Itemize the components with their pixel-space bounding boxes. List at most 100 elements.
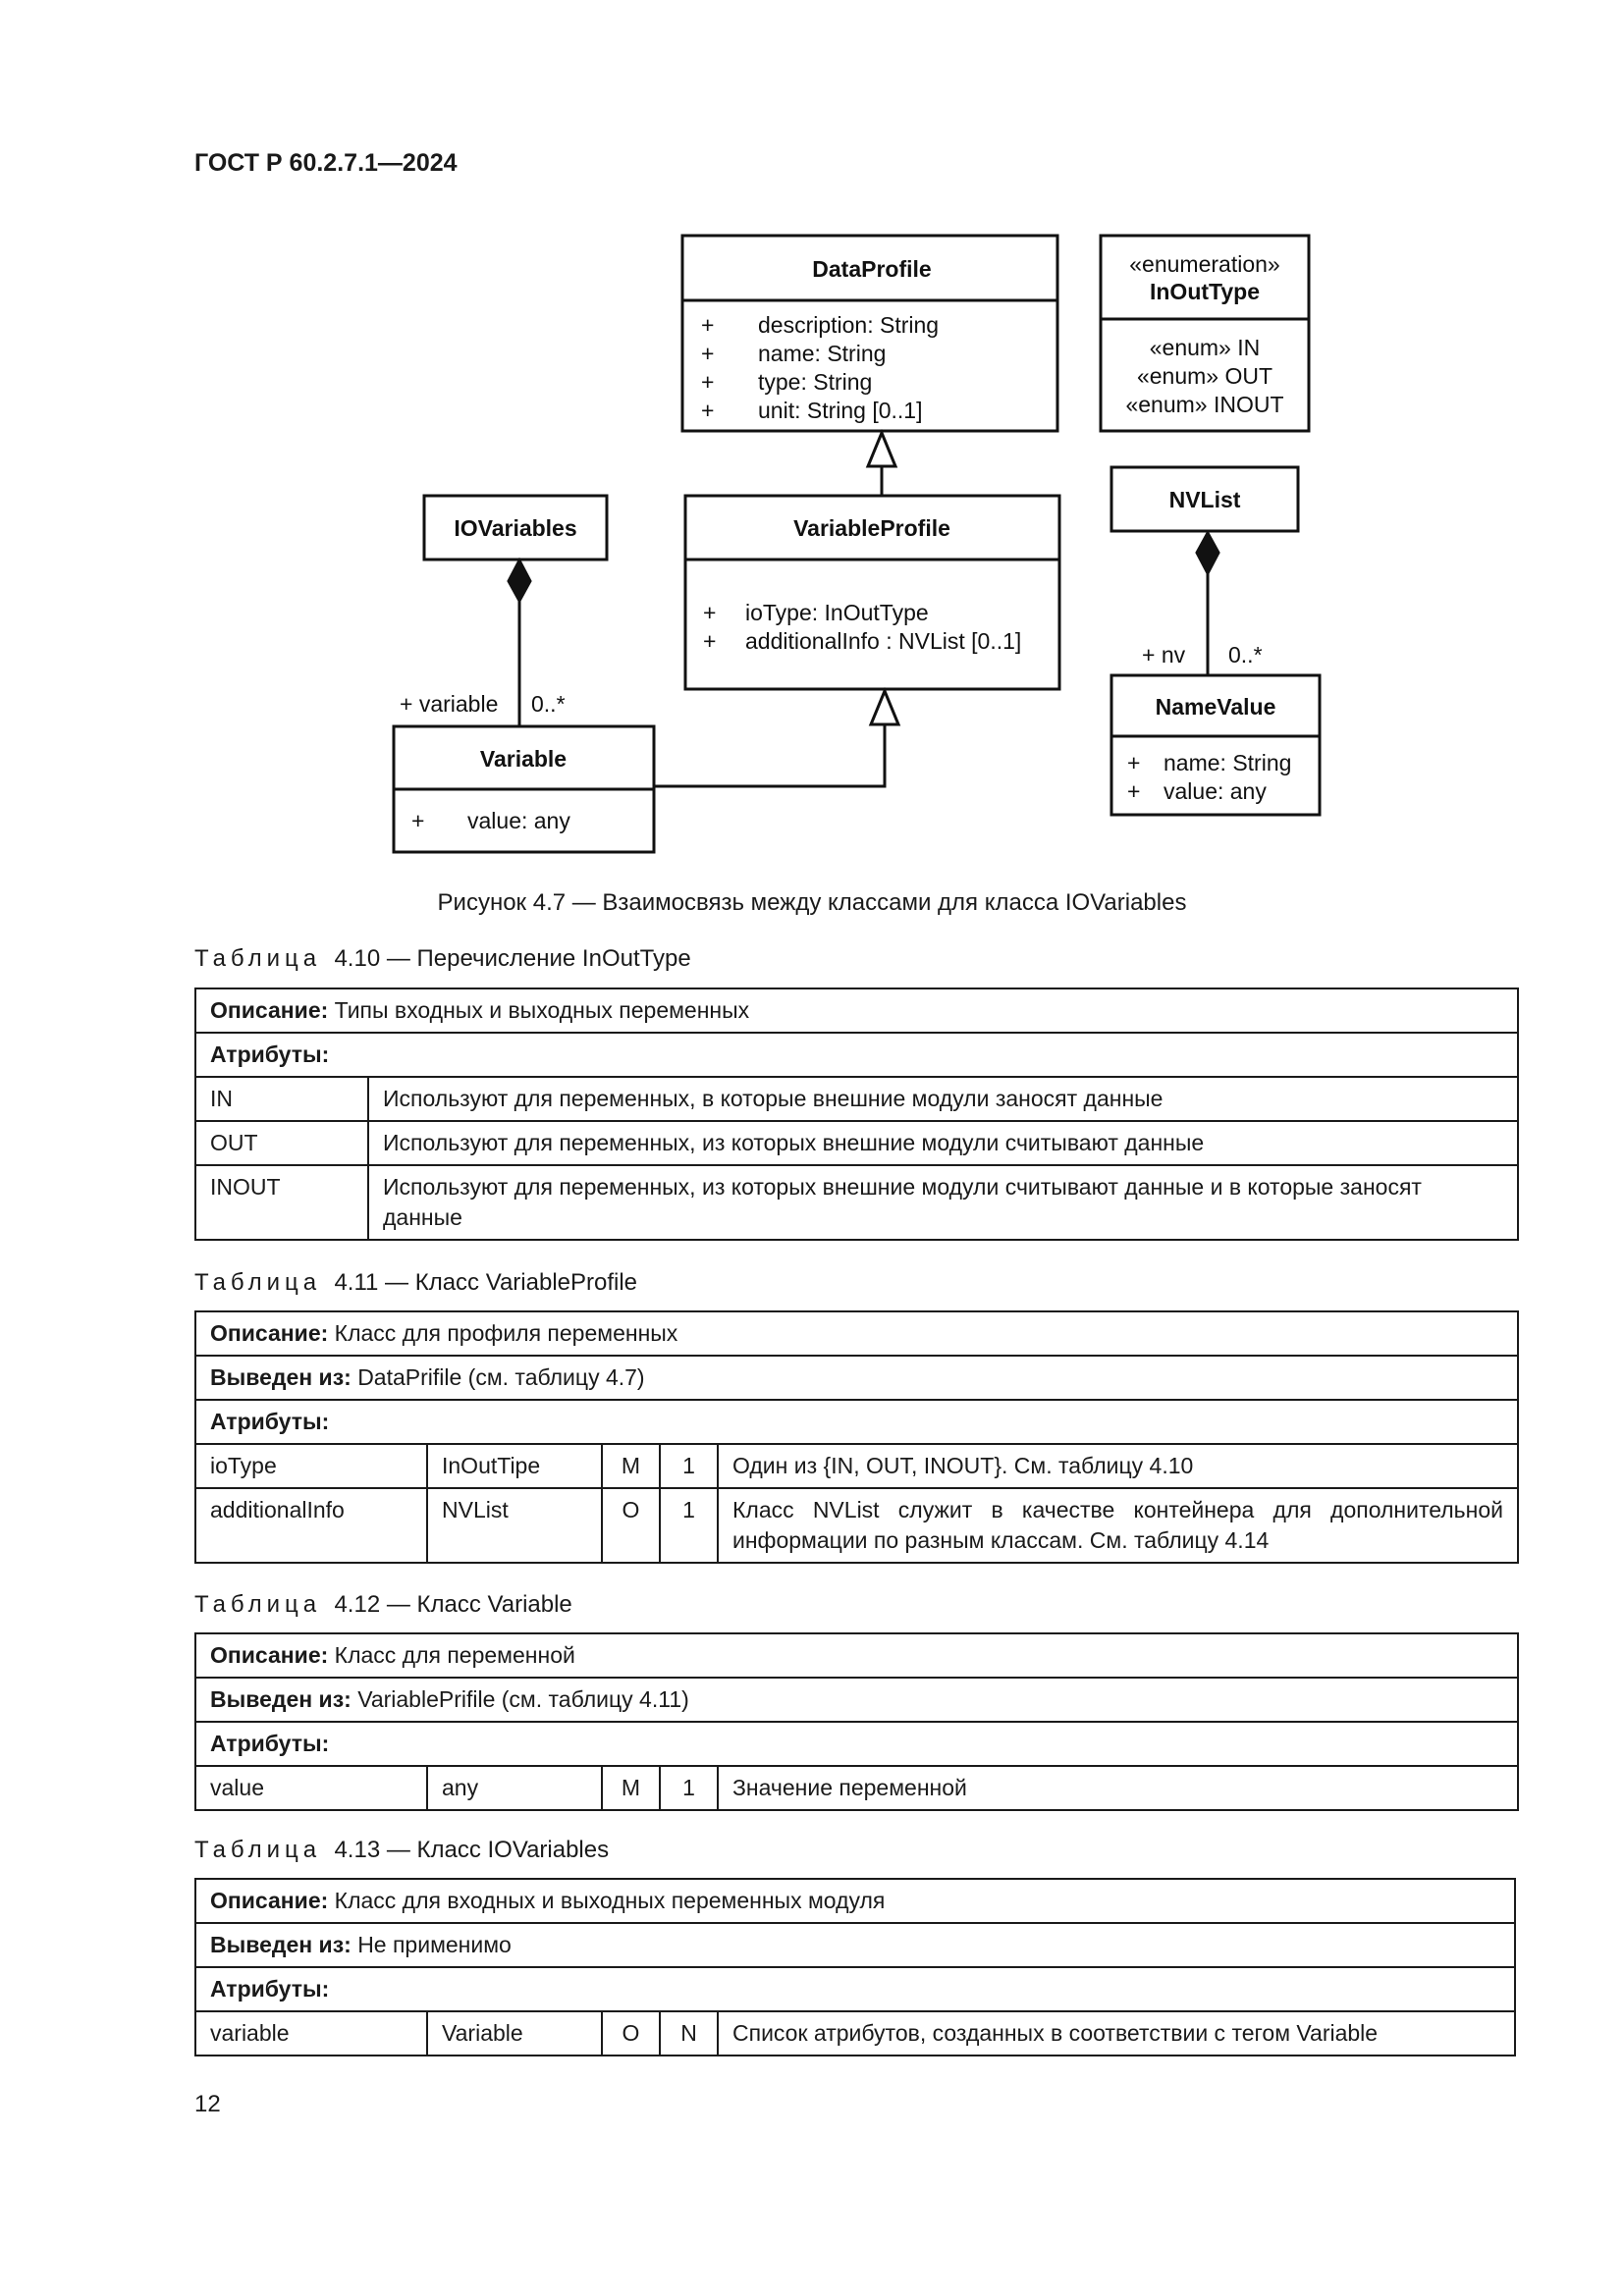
composition-diamond-2: [1195, 529, 1220, 577]
description-cell: Описание: Типы входных и выходных переме…: [194, 988, 1519, 1034]
table-row: variable Variable O N Список атрибутов, …: [194, 2010, 1516, 2056]
variableprofile-attr-vis: +: [703, 600, 716, 625]
table-row: INOUT Используют для переменных, из кото…: [194, 1164, 1519, 1241]
attr-cardinality: 1: [659, 1443, 719, 1489]
table-inouttype: Описание: Типы входных и выходных переме…: [194, 988, 1519, 1241]
table-row: Описание: Класс для переменной: [194, 1632, 1519, 1679]
table-row: Атрибуты:: [194, 1721, 1519, 1767]
dataprofile-attr-vis: +: [701, 369, 714, 395]
generalization-arrow-2: [868, 687, 901, 726]
attr-type: InOutTipe: [426, 1443, 603, 1489]
description-cell: Описание: Класс для профиля переменных: [194, 1310, 1519, 1357]
attr-name: INOUT: [194, 1164, 369, 1241]
generalization-line-2: [654, 724, 887, 788]
iovariables-multiplicity: 0..*: [531, 691, 566, 717]
table-row: Атрибуты:: [194, 1966, 1516, 2012]
derived-value: Не применимо: [357, 1932, 512, 1957]
table-row: Описание: Класс для входных и выходных п…: [194, 1878, 1516, 1924]
derived-cell: Выведен из: DataPrifile (см. таблицу 4.7…: [194, 1355, 1519, 1401]
attributes-label: Атрибуты:: [194, 1032, 1519, 1078]
attr-name: ioType: [194, 1443, 428, 1489]
inouttype-literal: «enum» OUT: [1137, 363, 1272, 389]
uml-class-diagram: DataProfile + description: String + name…: [392, 234, 1322, 854]
table-caption-word: Таблица: [194, 1837, 322, 1863]
nvlist-role: + nv: [1142, 642, 1186, 667]
attr-name: IN: [194, 1076, 369, 1122]
description-value: Класс для входных и выходных переменных …: [334, 1888, 886, 1913]
variable-attr: value: any: [467, 808, 570, 833]
attr-name: variable: [194, 2010, 428, 2056]
dataprofile-attr: description: String: [758, 312, 939, 338]
inouttype-box: [1099, 234, 1311, 433]
attr-required: O: [601, 2010, 661, 2056]
table-caption: Таблица 4.11 — Класс VariableProfile: [194, 1269, 637, 1297]
description-cell: Описание: Класс для входных и выходных п…: [194, 1878, 1516, 1924]
attr-type: NVList: [426, 1487, 603, 1564]
table-caption: Таблица 4.10 — Перечисление InOutType: [194, 945, 691, 973]
dataprofile-attr: name: String: [758, 341, 886, 366]
description-value: Типы входных и выходных переменных: [334, 997, 750, 1023]
variableprofile-box: [683, 494, 1061, 691]
derived-cell: Выведен из: Не применимо: [194, 1922, 1516, 1968]
table-caption-text: 4.12 — Класс Variable: [334, 1591, 572, 1618]
attr-desc: Список атрибутов, созданных в соответств…: [717, 2010, 1516, 2056]
derived-value: VariablePrifile (см. таблицу 4.11): [357, 1686, 689, 1712]
attr-cardinality: 1: [659, 1765, 719, 1811]
table-row: Описание: Типы входных и выходных переме…: [194, 988, 1519, 1034]
attr-type: any: [426, 1765, 603, 1811]
attributes-label: Атрибуты:: [194, 1966, 1516, 2012]
derived-label: Выведен из:: [210, 1686, 352, 1712]
namevalue-attr-vis: +: [1127, 778, 1140, 804]
table-caption-text: 4.13 — Класс IOVariables: [334, 1837, 610, 1863]
table-caption-text: 4.10 — Перечисление InOutType: [334, 945, 691, 972]
table-iovariables: Описание: Класс для входных и выходных п…: [194, 1878, 1516, 2056]
attributes-label: Атрибуты:: [194, 1721, 1519, 1767]
generalization-arrow-1: [865, 429, 898, 468]
variableprofile-attr-vis: +: [703, 628, 716, 654]
attr-desc: Один из {IN, OUT, INOUT}. См. таблицу 4.…: [717, 1443, 1519, 1489]
description-label: Описание:: [210, 1320, 329, 1346]
attr-desc: Значение переменной: [717, 1765, 1519, 1811]
table-caption-word: Таблица: [194, 1591, 322, 1618]
table-row: Атрибуты:: [194, 1399, 1519, 1445]
table-caption-text: 4.11 — Класс VariableProfile: [334, 1269, 638, 1296]
description-value: Класс для переменной: [334, 1642, 575, 1668]
derived-cell: Выведен из: VariablePrifile (см. таблицу…: [194, 1677, 1519, 1723]
dataprofile-attr: unit: String [0..1]: [758, 398, 922, 423]
iovariables-name: IOVariables: [454, 515, 576, 541]
table-row: IN Используют для переменных, в которые …: [194, 1076, 1519, 1122]
inouttype-name: InOutType: [1150, 279, 1260, 304]
table-row: OUT Используют для переменных, из которы…: [194, 1120, 1519, 1166]
table-caption-word: Таблица: [194, 1269, 322, 1296]
namevalue-attr: name: String: [1164, 750, 1291, 775]
derived-label: Выведен из:: [210, 1364, 352, 1390]
dataprofile-box: [680, 234, 1059, 433]
namevalue-name: NameValue: [1156, 694, 1276, 720]
attr-type: Variable: [426, 2010, 603, 2056]
variableprofile-attr: additionalInfo : NVList [0..1]: [745, 628, 1021, 654]
table-row: Атрибуты:: [194, 1032, 1519, 1078]
nvlist-name: NVList: [1169, 487, 1241, 512]
attributes-label: Атрибуты:: [194, 1399, 1519, 1445]
description-label: Описание:: [210, 997, 329, 1023]
table-caption: Таблица 4.13 — Класс IOVariables: [194, 1837, 609, 1864]
table-row: ioType InOutTipe M 1 Один из {IN, OUT, I…: [194, 1443, 1519, 1489]
description-value: Класс для профиля переменных: [334, 1320, 678, 1346]
table-row: additionalInfo NVList O 1 Класс NVList с…: [194, 1487, 1519, 1564]
nvlist-box: [1110, 465, 1300, 533]
dataprofile-name: DataProfile: [812, 256, 931, 282]
derived-label: Выведен из:: [210, 1932, 352, 1957]
table-variable: Описание: Класс для переменной Выведен и…: [194, 1632, 1519, 1811]
table-row: value any M 1 Значение переменной: [194, 1765, 1519, 1811]
iovariables-role: + variable: [400, 691, 498, 717]
dataprofile-attr-vis: +: [701, 312, 714, 338]
description-label: Описание:: [210, 1642, 329, 1668]
composition-diamond-1: [507, 557, 532, 605]
attr-required: M: [601, 1443, 661, 1489]
nvlist-multiplicity: 0..*: [1228, 642, 1263, 667]
table-variableprofile: Описание: Класс для профиля переменных В…: [194, 1310, 1519, 1564]
namevalue-box: [1110, 673, 1322, 817]
page-number: 12: [194, 2091, 221, 2117]
description-cell: Описание: Класс для переменной: [194, 1632, 1519, 1679]
attr-required: M: [601, 1765, 661, 1811]
